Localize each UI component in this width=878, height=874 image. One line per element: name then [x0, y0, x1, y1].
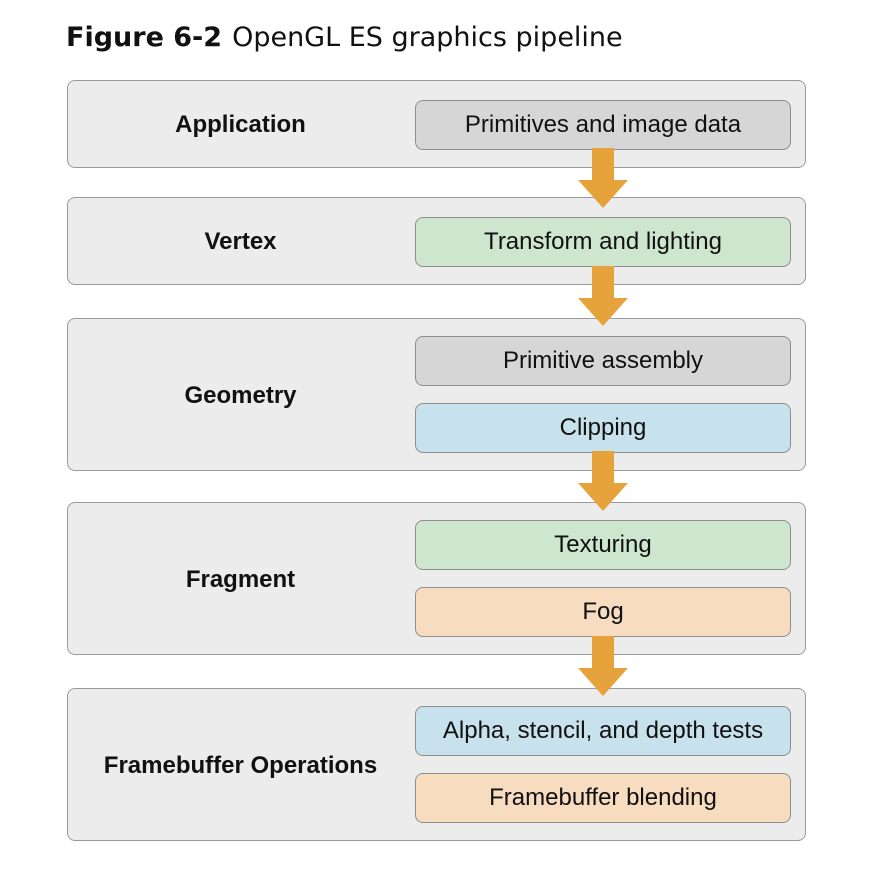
step-box: Primitive assembly: [415, 336, 791, 386]
stage-label: Application: [175, 111, 306, 138]
step-box: Framebuffer blending: [415, 773, 791, 823]
flow-arrow-icon: [578, 266, 628, 326]
step-box: Fog: [415, 587, 791, 637]
step-box: Clipping: [415, 403, 791, 453]
figure-title: Figure 6-2 OpenGL ES graphics pipeline: [66, 22, 623, 53]
figure-number: Figure 6-2: [66, 22, 223, 53]
flow-arrow-icon: [578, 451, 628, 511]
flow-arrow-icon: [578, 148, 628, 208]
step-box: Primitives and image data: [415, 100, 791, 150]
step-box: Transform and lighting: [415, 217, 791, 267]
stage-label: Geometry: [184, 382, 297, 409]
stage-label: Framebuffer Operations: [103, 752, 378, 779]
stage-fragment: Fragment Texturing Fog: [67, 502, 806, 655]
stage-framebuffer-operations: Framebuffer Operations Alpha, stencil, a…: [67, 688, 806, 841]
stage-label: Vertex: [204, 228, 277, 255]
stage-geometry: Geometry Primitive assembly Clipping: [67, 318, 806, 471]
flow-arrow-icon: [578, 636, 628, 696]
stage-application: Application Primitives and image data: [67, 80, 806, 168]
step-box: Texturing: [415, 520, 791, 570]
stage-label: Fragment: [185, 566, 296, 593]
stage-vertex: Vertex Transform and lighting: [67, 197, 806, 285]
figure-caption: OpenGL ES graphics pipeline: [232, 22, 623, 53]
step-box: Alpha, stencil, and depth tests: [415, 706, 791, 756]
